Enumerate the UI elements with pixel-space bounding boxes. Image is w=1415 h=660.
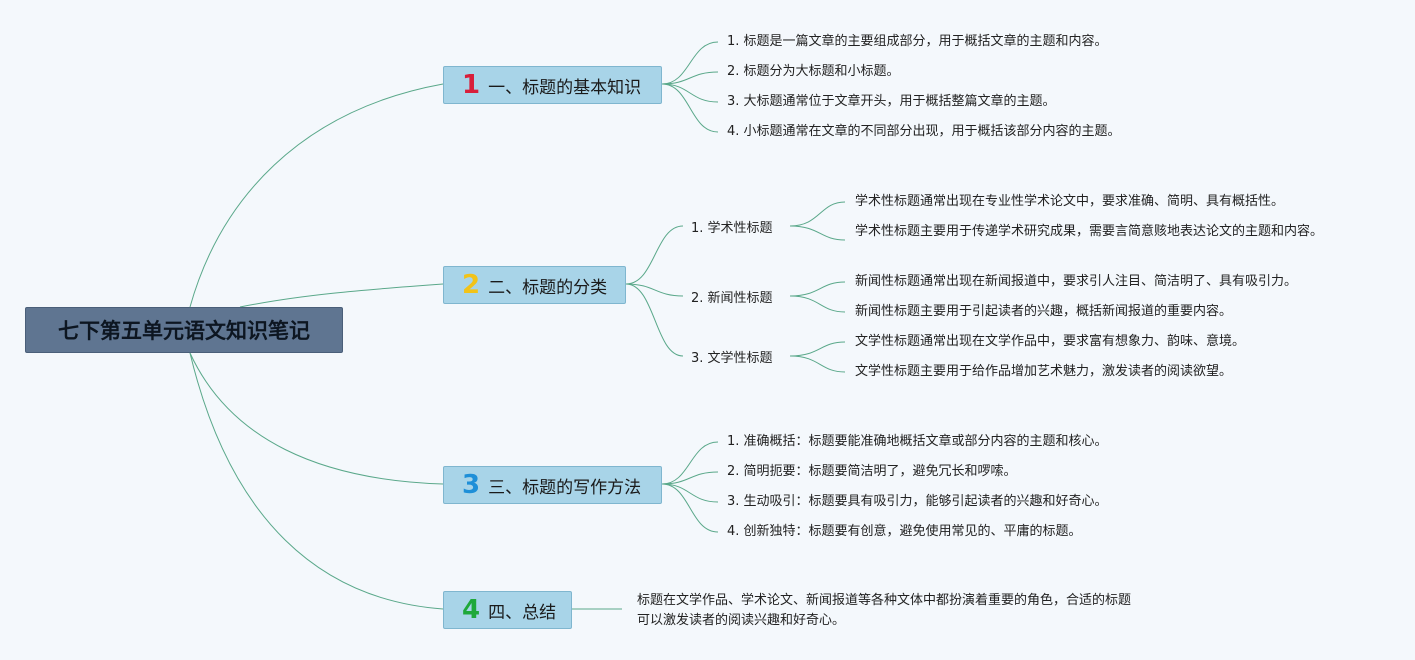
leaf-item[interactable]: 3. 大标题通常位于文章开头，用于概括整篇文章的主题。: [727, 94, 1056, 109]
leaf-item[interactable]: 新闻性标题通常出现在新闻报道中，要求引人注目、简洁明了、具有吸引力。: [855, 274, 1298, 289]
leaf-item[interactable]: 1. 标题是一篇文章的主要组成部分，用于概括文章的主题和内容。: [727, 34, 1108, 49]
leaf-item[interactable]: 学术性标题主要用于传递学术研究成果，需要言简意赅地表达论文的主题和内容。: [855, 224, 1324, 239]
leaf-item[interactable]: 文学性标题通常出现在文学作品中，要求富有想象力、韵味、意境。: [855, 334, 1246, 349]
branch-writing-methods[interactable]: 3 三、标题的写作方法: [443, 466, 662, 504]
branch-label: 三、标题的写作方法: [488, 477, 642, 498]
branch-label: 四、总结: [488, 602, 557, 623]
leaf-item[interactable]: 2. 简明扼要：标题要简洁明了，避免冗长和啰嗦。: [727, 464, 1017, 479]
root-topic[interactable]: 七下第五单元语文知识笔记: [25, 307, 343, 353]
number-3-icon: 3: [462, 470, 481, 500]
branch-label: 一、标题的基本知识: [488, 77, 642, 98]
branch-label: 二、标题的分类: [488, 277, 608, 298]
root-title: 七下第五单元语文知识笔记: [58, 319, 310, 343]
leaf-item[interactable]: 文学性标题主要用于给作品增加艺术魅力，激发读者的阅读欲望。: [855, 364, 1233, 379]
leaf-item[interactable]: 3. 生动吸引：标题要具有吸引力，能够引起读者的兴趣和好奇心。: [727, 494, 1108, 509]
number-1-icon: 1: [462, 70, 481, 100]
sub-topic-literary[interactable]: 3. 文学性标题: [691, 351, 773, 366]
leaf-item[interactable]: 2. 标题分为大标题和小标题。: [727, 64, 900, 79]
leaf-item[interactable]: 学术性标题通常出现在专业性学术论文中，要求准确、简明、具有概括性。: [855, 194, 1285, 209]
leaf-item[interactable]: 4. 创新独特：标题要有创意，避免使用常见的、平庸的标题。: [727, 524, 1082, 539]
number-4-icon: 4: [462, 595, 481, 625]
branch-basic-knowledge[interactable]: 1 一、标题的基本知识: [443, 66, 662, 104]
leaf-item[interactable]: 新闻性标题主要用于引起读者的兴趣，概括新闻报道的重要内容。: [855, 304, 1233, 319]
leaf-item[interactable]: 标题在文学作品、学术论文、新闻报道等各种文体中都扮演着重要的角色，合适的标题可以…: [637, 593, 1132, 628]
sub-topic-news[interactable]: 2. 新闻性标题: [691, 291, 773, 306]
sub-topic-academic[interactable]: 1. 学术性标题: [691, 221, 773, 236]
branch-classification[interactable]: 2 二、标题的分类: [443, 266, 626, 304]
leaf-item[interactable]: 4. 小标题通常在文章的不同部分出现，用于概括该部分内容的主题。: [727, 124, 1121, 139]
branch-summary[interactable]: 4 四、总结: [443, 591, 572, 629]
number-2-icon: 2: [462, 270, 481, 300]
leaf-item[interactable]: 1. 准确概括：标题要能准确地概括文章或部分内容的主题和核心。: [727, 434, 1108, 449]
